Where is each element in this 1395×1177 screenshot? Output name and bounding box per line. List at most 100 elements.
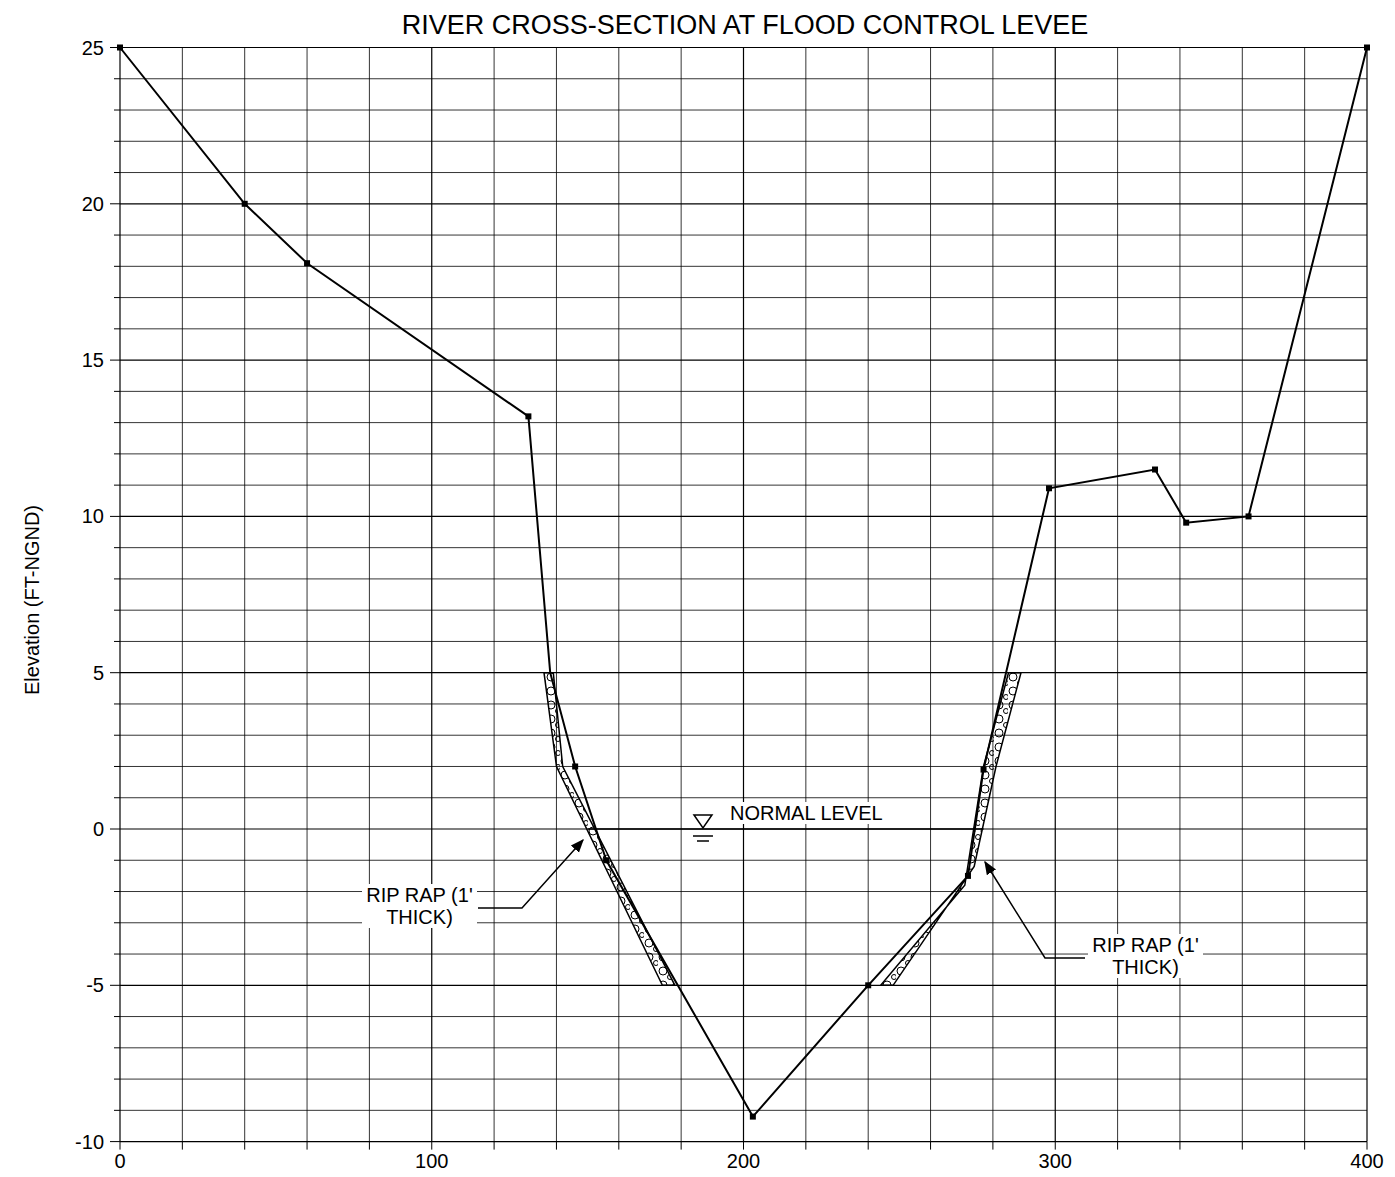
tick bbox=[494, 1142, 495, 1150]
grid-line bbox=[182, 48, 183, 1142]
tick bbox=[114, 1016, 120, 1017]
tick bbox=[114, 703, 120, 704]
grid-line bbox=[120, 360, 1367, 361]
grid-line bbox=[743, 48, 744, 1142]
tick bbox=[369, 1142, 370, 1150]
tick bbox=[114, 610, 120, 611]
tick bbox=[114, 297, 120, 298]
grid-line bbox=[120, 828, 1367, 829]
tick bbox=[743, 1142, 744, 1150]
survey-point bbox=[1246, 513, 1252, 519]
grid-line bbox=[1055, 48, 1056, 1142]
rip-rap-label: RIP RAP (1' THICK) bbox=[1088, 934, 1203, 978]
tick bbox=[868, 1142, 869, 1150]
grid-line bbox=[120, 922, 1367, 923]
grid-line bbox=[120, 391, 1367, 392]
tick bbox=[114, 422, 120, 423]
y-tick-label: -5 bbox=[86, 974, 104, 996]
tick bbox=[114, 78, 120, 79]
survey-point bbox=[865, 982, 871, 988]
grid-line bbox=[120, 610, 1367, 611]
ground-profile bbox=[120, 48, 1367, 1117]
tick bbox=[110, 672, 120, 673]
tick bbox=[1179, 1142, 1180, 1150]
grid-line bbox=[120, 860, 1367, 861]
survey-point bbox=[965, 873, 971, 879]
grid-line bbox=[120, 47, 1367, 48]
tick bbox=[114, 1047, 120, 1048]
tick bbox=[992, 1142, 993, 1150]
grid-line bbox=[120, 141, 1367, 142]
tick bbox=[114, 172, 120, 173]
tick bbox=[114, 1079, 120, 1080]
grid-line bbox=[120, 703, 1367, 704]
tick bbox=[110, 1141, 120, 1142]
y-tick-label: 25 bbox=[82, 37, 104, 59]
grid-line bbox=[1304, 48, 1305, 1142]
grid-line bbox=[120, 78, 1367, 79]
grid-line bbox=[120, 735, 1367, 736]
water-symbol bbox=[697, 840, 709, 842]
tick bbox=[114, 641, 120, 642]
x-tick-label: 0 bbox=[114, 1150, 125, 1172]
tick bbox=[114, 391, 120, 392]
grid-line bbox=[120, 172, 1367, 173]
axis-title: Elevation (FT-NGND) bbox=[21, 505, 43, 695]
grid-line bbox=[805, 48, 806, 1142]
grid-line bbox=[120, 1079, 1367, 1080]
water-level-label: NORMAL LEVEL bbox=[728, 802, 885, 824]
grid-line bbox=[120, 1110, 1367, 1111]
grid-line bbox=[120, 672, 1367, 673]
grid-line bbox=[120, 235, 1367, 236]
y-tick-label: 10 bbox=[82, 505, 104, 527]
grid-line bbox=[120, 328, 1367, 329]
grid-line bbox=[120, 766, 1367, 767]
grid-line bbox=[119, 48, 120, 1142]
y-tick-label: 0 bbox=[93, 818, 104, 840]
grid-line bbox=[120, 1141, 1367, 1142]
y-tick-label: 20 bbox=[82, 193, 104, 215]
x-tick-label: 200 bbox=[727, 1150, 760, 1172]
grid-line bbox=[1366, 48, 1367, 1142]
grid-line bbox=[120, 516, 1367, 517]
survey-point bbox=[1046, 485, 1052, 491]
tick bbox=[805, 1142, 806, 1150]
leader-line bbox=[985, 862, 1085, 958]
grid-line bbox=[120, 797, 1367, 798]
grid-line bbox=[120, 891, 1367, 892]
grid-line bbox=[120, 547, 1367, 548]
water-level bbox=[588, 828, 984, 830]
tick bbox=[114, 735, 120, 736]
tick bbox=[182, 1142, 183, 1150]
water-symbol bbox=[693, 835, 713, 837]
survey-point bbox=[117, 45, 123, 51]
survey-point bbox=[981, 767, 987, 773]
tick bbox=[114, 266, 120, 267]
survey-point bbox=[1183, 520, 1189, 526]
tick bbox=[114, 954, 120, 955]
grid-line bbox=[868, 48, 869, 1142]
tick bbox=[114, 485, 120, 486]
survey-point bbox=[603, 857, 609, 863]
tick bbox=[930, 1142, 931, 1150]
tick bbox=[110, 516, 120, 517]
y-tick-label: -10 bbox=[75, 1131, 104, 1153]
leader-line bbox=[478, 840, 583, 908]
tick bbox=[244, 1142, 245, 1150]
grid-line bbox=[494, 48, 495, 1142]
grid-line bbox=[120, 110, 1367, 111]
grid-line bbox=[120, 641, 1367, 642]
grid-line bbox=[930, 48, 931, 1142]
tick bbox=[114, 547, 120, 548]
tick bbox=[114, 578, 120, 579]
tick bbox=[681, 1142, 682, 1150]
grid-line bbox=[120, 985, 1367, 986]
grid-line bbox=[120, 297, 1367, 298]
water-symbol bbox=[694, 815, 712, 828]
grid-line bbox=[244, 48, 245, 1142]
x-tick-label: 400 bbox=[1350, 1150, 1383, 1172]
tick bbox=[114, 891, 120, 892]
tick bbox=[114, 328, 120, 329]
y-tick-label: 15 bbox=[82, 349, 104, 371]
